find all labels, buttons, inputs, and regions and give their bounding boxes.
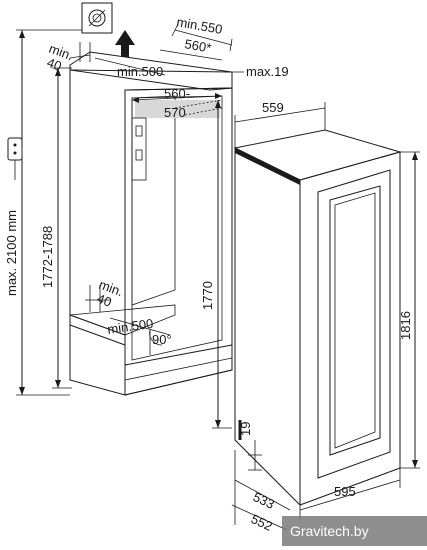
label-front-width: 595 xyxy=(334,484,356,499)
label-depth-552: 552 xyxy=(249,511,275,534)
label-depth-533: 533 xyxy=(251,489,277,512)
wine-cooler-appliance xyxy=(233,129,402,507)
label-angle: 90° xyxy=(152,332,172,347)
label-total-height: max. 2100 mm xyxy=(4,210,19,296)
label-inner-width-a: 560- xyxy=(164,86,190,101)
label-bottom-gap-val: 40 xyxy=(95,291,114,310)
niche-cabinet xyxy=(69,51,233,396)
watermark-text: Gravitech.by xyxy=(290,523,369,539)
label-bottom-vent-min: min.500 xyxy=(106,316,154,337)
label-bottom-19: 19 xyxy=(238,422,253,436)
label-left-gap-val: 40 xyxy=(45,55,64,74)
plug-icon xyxy=(7,137,23,161)
label-inner-width-b: 570 xyxy=(164,105,186,120)
label-top-depth-min: min.550 xyxy=(175,14,223,37)
label-inner-height: 1770 xyxy=(200,281,215,310)
label-niche-height: 1772-1788 xyxy=(40,226,55,288)
label-top-depth-star: 560* xyxy=(183,36,212,55)
watermark: Gravitech.by xyxy=(282,516,427,546)
dimension-labels: min.550 560* min. 40 min.500 max.19 560-… xyxy=(4,14,413,534)
label-appliance-width: 559 xyxy=(262,100,284,115)
vent-grille-icon xyxy=(81,2,113,34)
label-top-vent-min: min.500 xyxy=(117,64,163,79)
label-appliance-height: 1816 xyxy=(398,311,413,340)
label-max-19: max.19 xyxy=(246,64,289,79)
dimension-lines xyxy=(14,23,420,531)
air-flow-arrow-icon xyxy=(115,30,135,57)
